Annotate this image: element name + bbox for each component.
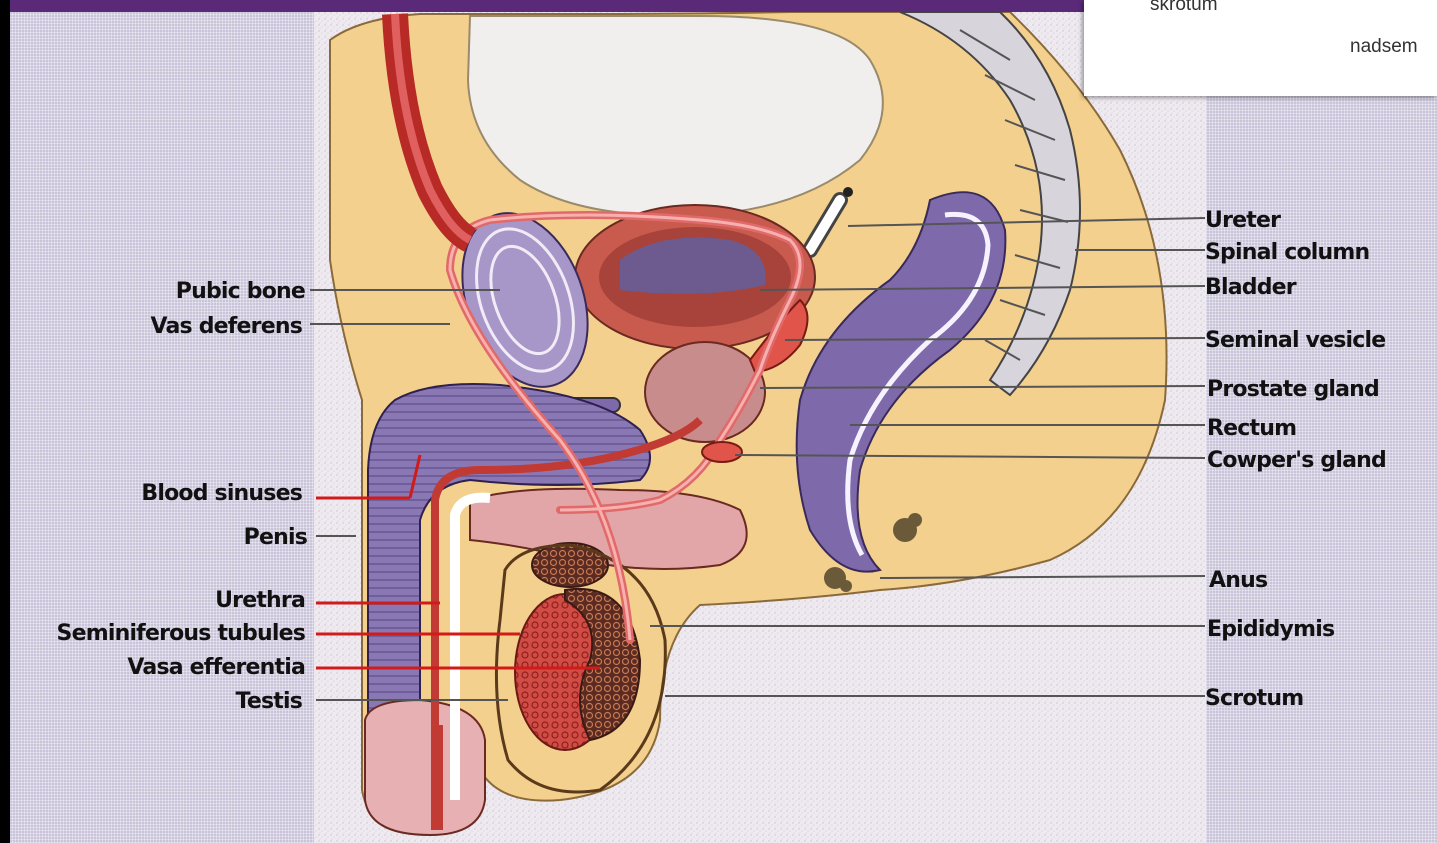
left-border <box>0 0 10 843</box>
label-seminiferous-tubules: Seminiferous tubules <box>57 621 306 646</box>
inset-panel: skrotum nadsem <box>1084 0 1437 96</box>
label-testis: Testis <box>236 689 303 714</box>
label-pubic-bone: Pubic bone <box>176 279 305 304</box>
label-prostate-gland: Prostate gland <box>1207 377 1379 402</box>
label-blood-sinuses: Blood sinuses <box>141 481 302 506</box>
label-urethra: Urethra <box>215 588 305 613</box>
inset-word-nadsem: nadsem <box>1350 36 1418 58</box>
glans-shape <box>365 700 485 835</box>
label-spinal-column: Spinal column <box>1205 240 1369 265</box>
cowpers-gland-shape <box>702 442 742 462</box>
abdominal-cavity <box>468 16 883 216</box>
inset-word-skrotum: skrotum <box>1150 0 1218 16</box>
label-vasa-efferentia: Vasa efferentia <box>127 655 305 680</box>
label-anus: Anus <box>1209 568 1268 593</box>
label-rectum: Rectum <box>1207 416 1296 441</box>
label-scrotum: Scrotum <box>1205 686 1303 711</box>
label-cowpers-gland: Cowper's gland <box>1207 448 1386 473</box>
label-epididymis: Epididymis <box>1207 617 1335 642</box>
label-seminal-vesicle: Seminal vesicle <box>1205 328 1385 353</box>
label-penis: Penis <box>244 525 308 550</box>
label-ureter: Ureter <box>1205 208 1281 233</box>
label-vas-deferens: Vas deferens <box>150 314 302 339</box>
label-bladder: Bladder <box>1205 275 1297 300</box>
